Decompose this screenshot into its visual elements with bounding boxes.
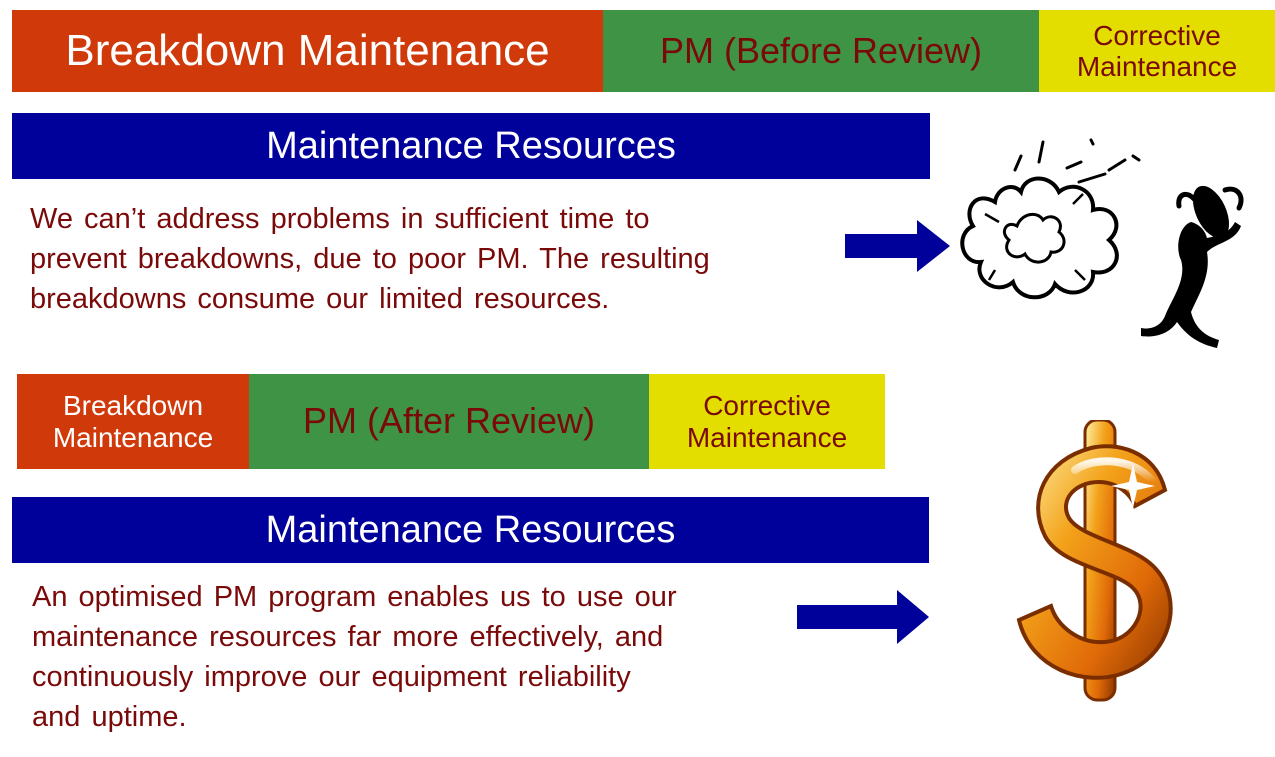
after-review-description: An optimised PM program enables us to us… <box>32 577 792 737</box>
description-line: continuously improve our equipment relia… <box>32 661 631 693</box>
corrective-maintenance-segment-before: Corrective Maintenance <box>1039 10 1275 92</box>
right-arrow-icon <box>797 590 929 644</box>
corrective-maintenance-label-after: Corrective Maintenance <box>686 390 848 453</box>
description-line: prevent breakdowns, due to poor PM. The … <box>30 243 710 275</box>
breakdown-maintenance-label-before: Breakdown Maintenance <box>65 26 550 76</box>
description-line: An optimised PM program enables us to us… <box>32 581 677 613</box>
description-line: and uptime. <box>32 701 187 733</box>
maintenance-resources-bar-bottom: Maintenance Resources <box>12 497 929 563</box>
description-line: maintenance resources far more effective… <box>32 621 664 653</box>
explosion-and-stressed-figure-icon <box>960 138 1244 348</box>
breakdown-maintenance-segment-after: Breakdown Maintenance <box>17 374 249 469</box>
right-arrow-icon <box>845 220 950 272</box>
pm-label-after: PM (After Review) <box>302 400 596 442</box>
description-line: We can’t address problems in sufficient … <box>30 203 650 235</box>
maintenance-resources-label-bottom: Maintenance Resources <box>265 508 676 551</box>
pm-segment-after: PM (After Review) <box>249 374 649 469</box>
pm-segment-before: PM (Before Review) <box>603 10 1039 92</box>
pm-label-before: PM (Before Review) <box>659 29 983 71</box>
before-review-description: We can’t address problems in sufficient … <box>30 199 830 319</box>
gold-dollar-sign-icon <box>1016 420 1173 702</box>
breakdown-maintenance-segment-before: Breakdown Maintenance <box>12 10 603 92</box>
breakdown-maintenance-label-after: Breakdown Maintenance <box>52 390 214 453</box>
description-line: breakdowns consume our limited resources… <box>30 283 610 315</box>
corrective-maintenance-label-before: Corrective Maintenance <box>1076 19 1238 82</box>
maintenance-resources-label-top: Maintenance Resources <box>266 124 676 167</box>
maintenance-resources-bar-top: Maintenance Resources <box>12 113 930 179</box>
corrective-maintenance-segment-after: Corrective Maintenance <box>649 374 885 469</box>
